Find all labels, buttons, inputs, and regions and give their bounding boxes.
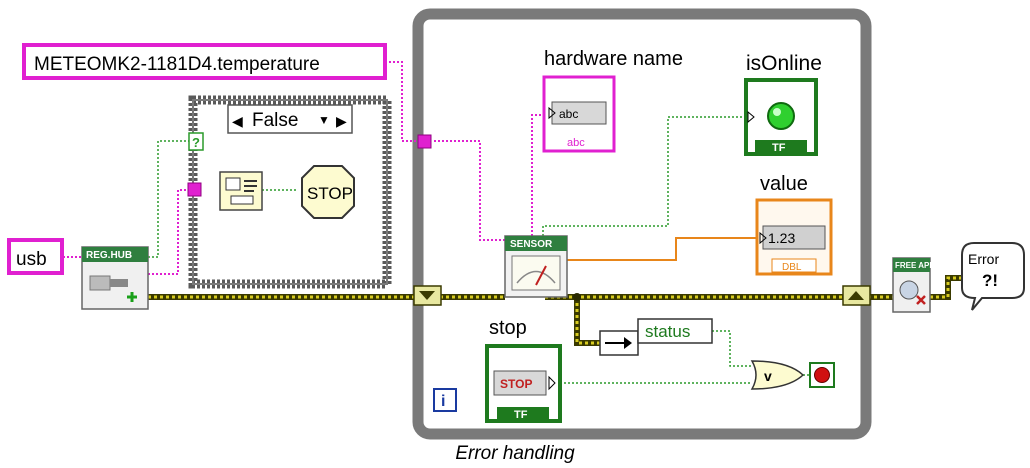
- loop-iteration-terminal: i: [433, 388, 457, 412]
- stop-type: TF: [514, 409, 528, 421]
- stop-sign-icon[interactable]: STOP: [301, 165, 355, 219]
- sensor-label: SENSOR: [510, 239, 553, 250]
- usb-hub-icon: [89, 275, 137, 302]
- hardware-name-value: abc: [559, 107, 578, 121]
- double-wire: [545, 237, 760, 261]
- case-decrement-icon: ◀: [232, 113, 243, 129]
- value-label: value: [760, 173, 808, 195]
- error-line2: ?!: [982, 271, 998, 290]
- case-selector-text: False: [252, 110, 298, 131]
- svg-text:v: v: [764, 368, 772, 384]
- isonline-label: isOnline: [746, 52, 822, 75]
- hardware-name-indicator[interactable]: abc abc: [542, 75, 616, 153]
- diagram-caption: Error handling: [455, 443, 575, 464]
- reghub-label: REG.HUB: [86, 250, 132, 261]
- temperature-constant-text: METEOMK2-1181D4.temperature: [34, 54, 320, 75]
- temperature-constant[interactable]: METEOMK2-1181D4.temperature: [22, 43, 387, 80]
- case-dropdown-icon: ▼: [318, 113, 330, 127]
- stop-control[interactable]: STOP TF: [485, 344, 562, 423]
- wires: [63, 61, 962, 384]
- error-handler-node[interactable]: Error ?!: [961, 242, 1025, 311]
- usb-constant[interactable]: usb: [7, 238, 64, 275]
- block-diagram: METEOMK2-1181D4.temperature usb REG.HUB …: [7, 8, 1025, 440]
- shift-register-left[interactable]: [413, 285, 442, 306]
- usb-constant-text: usb: [16, 249, 47, 270]
- free-api-icon: [899, 280, 926, 305]
- dialog-node[interactable]: [219, 171, 263, 211]
- green-led-icon: [767, 102, 795, 130]
- string-wires: [63, 61, 548, 275]
- case-selector-terminal[interactable]: ?: [188, 132, 204, 151]
- status-label: status: [645, 322, 690, 341]
- while-loop[interactable]: [412, 8, 872, 440]
- isonline-type: TF: [772, 142, 786, 154]
- case-selector-label[interactable]: ◀ False ▼ ▶: [227, 104, 353, 134]
- value-display: 1.23: [768, 230, 795, 246]
- hardware-name-label: hardware name: [544, 48, 683, 70]
- sensor-gauge-icon: [511, 255, 561, 291]
- loop-iteration-text: i: [441, 393, 445, 410]
- stop-label: stop: [489, 317, 527, 339]
- error-wire: [148, 275, 962, 346]
- case-string-tunnel: [187, 182, 202, 197]
- hardware-name-type: abc: [567, 137, 585, 149]
- value-indicator[interactable]: 1.23 DBL: [755, 198, 833, 276]
- boolean-wires: [148, 116, 810, 384]
- freeapi-node[interactable]: FREE API: [892, 257, 932, 313]
- stop-condition-icon[interactable]: [809, 362, 835, 388]
- loop-string-tunnel: [417, 134, 432, 149]
- stop-sign-text: STOP: [307, 184, 353, 203]
- shift-register-right[interactable]: [842, 285, 871, 306]
- isonline-indicator[interactable]: TF: [744, 78, 818, 156]
- or-gate-icon[interactable]: v: [750, 360, 805, 390]
- case-increment-icon: ▶: [336, 113, 347, 129]
- sensor-node[interactable]: SENSOR: [504, 235, 568, 298]
- stop-button-text: STOP: [500, 377, 532, 391]
- question-mark: ?: [192, 135, 200, 150]
- freeapi-label: FREE API: [895, 261, 932, 270]
- reghub-node[interactable]: REG.HUB: [81, 246, 149, 310]
- value-type: DBL: [782, 262, 802, 273]
- unbundle-status[interactable]: status: [599, 318, 713, 356]
- error-line1: Error: [968, 251, 999, 267]
